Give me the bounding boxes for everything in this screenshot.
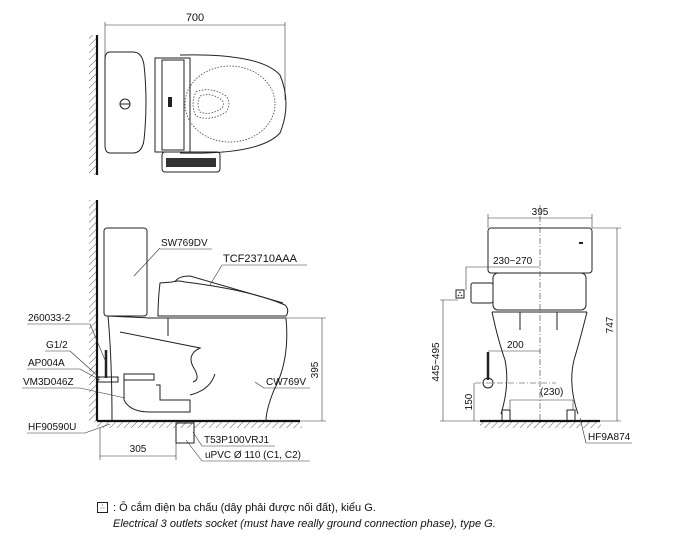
supply-offset-label: 200 [507, 340, 524, 351]
socket-3-pin-icon: ∴ [97, 502, 108, 513]
front-view: 395 747 230~270 445~495 200 150 (230) HF… [431, 205, 632, 444]
seat-controller [470, 282, 494, 304]
side-view: 395 305 SW769DV TCF23710AAA 260033-2 G1/… [22, 200, 326, 462]
front-height-label: 747 [605, 316, 616, 333]
label-bolt: HF90590U [28, 422, 76, 433]
seat-lid-top [179, 54, 287, 154]
bowl-side [107, 315, 288, 422]
socket-height-label: 445~495 [431, 342, 442, 382]
tank-side [103, 227, 148, 317]
seat-front [492, 272, 587, 311]
label-hose: 260033-2 [28, 313, 71, 324]
supply-height-label: 150 [464, 393, 475, 410]
label-flange: T53P100VRJ1 [204, 435, 269, 446]
label-seat: TCF23710AAA [223, 253, 298, 265]
legend-en: Electrical 3 outlets socket (must have r… [113, 518, 496, 530]
floor-fixing-label: HF9A874 [588, 432, 631, 443]
label-adapter: VM3D046Z [23, 377, 74, 388]
socket-3-pin-icon [455, 289, 465, 299]
bowl-front [491, 311, 588, 415]
top-view: 700 [89, 12, 287, 175]
label-bowl: CW769V [266, 377, 306, 388]
control-panel [161, 151, 221, 173]
label-valve: AP004A [28, 358, 65, 369]
rough-in-label: 305 [130, 444, 147, 455]
bolt-spacing-label: (230) [540, 387, 563, 398]
seat-side [157, 280, 289, 317]
tank-top [104, 51, 147, 154]
socket-offset-label: 230~270 [493, 256, 533, 267]
front-width-label: 395 [532, 207, 549, 218]
wall-hatch [89, 200, 96, 422]
flange-pipe [175, 422, 195, 444]
label-tank: SW769DV [161, 238, 208, 249]
label-thread: G1/2 [46, 340, 68, 351]
legend-vi: : Ô cắm điện ba chấu (dây phải được nối … [113, 502, 376, 514]
wall-hatch [89, 35, 96, 175]
top-width-label: 700 [186, 12, 204, 24]
width-dimension: 700 [104, 12, 286, 100]
side-height-label: 395 [310, 361, 321, 378]
label-pipe: uPVC Ø 110 (C1, C2) [205, 450, 301, 461]
